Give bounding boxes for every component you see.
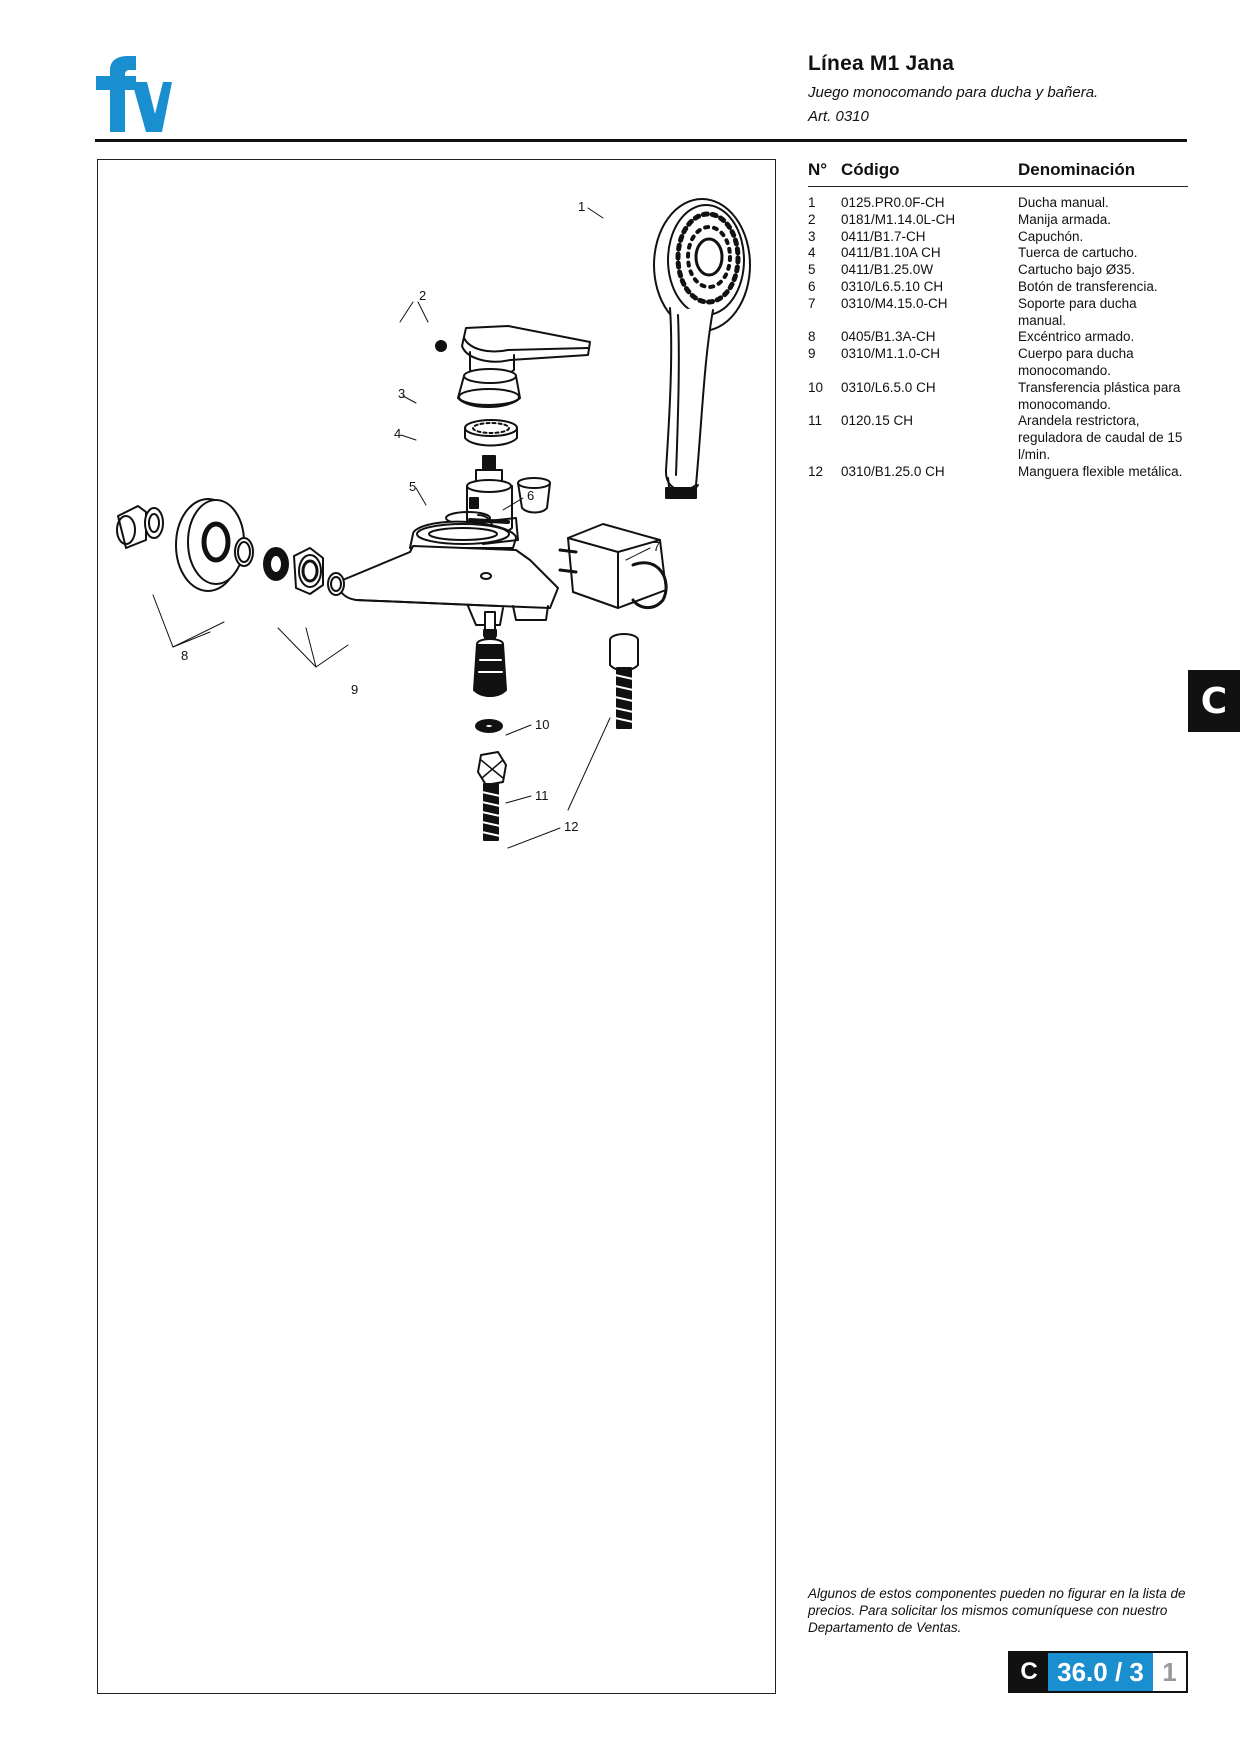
section-letter: C	[1010, 1653, 1048, 1691]
fv-logo	[96, 56, 172, 132]
part-code: 0411/B1.25.0W	[841, 262, 934, 278]
part-name: Botón de transferencia.	[1018, 278, 1158, 294]
callout-4: 4	[394, 426, 401, 441]
part-number: 3	[808, 228, 816, 244]
leader-lines	[152, 207, 651, 849]
mixer-body	[337, 511, 559, 626]
part-code: 0120.15 CH	[841, 413, 914, 429]
product-title: Línea M1 Jana	[808, 52, 955, 75]
callout-5: 5	[409, 479, 416, 494]
table-row: 10 0310/L6.5.0 CH Transferencia plástica p…	[808, 380, 1188, 414]
callout-6: 6	[527, 488, 534, 503]
part-code: 0310/B1.25.0 CH	[841, 463, 945, 479]
table-row: 3 0411/B1.7-CH Capuchón.	[808, 229, 1188, 246]
restrictor-washer	[475, 719, 503, 733]
part-code: 0125.PR0.0F-CH	[841, 195, 945, 210]
availability-note: Algunos de estos componentes pueden no f…	[808, 1586, 1186, 1635]
callout-2: 2	[419, 288, 426, 303]
part-number: 11	[808, 413, 823, 429]
cartridge-nut	[464, 419, 518, 447]
col-header-name: Denominación	[1018, 160, 1136, 179]
callout-12: 12	[564, 819, 578, 834]
table-row: 1 0125.PR0.0F-CH Ducha manual.	[808, 195, 1188, 212]
part-code: 0405/B1.3A-CH	[841, 329, 936, 345]
page-code: 36.0 / 3	[1048, 1653, 1153, 1691]
part-code: 0411/B1.10A CH	[841, 245, 941, 261]
eccentric-set	[116, 498, 254, 592]
cap	[457, 368, 521, 408]
callout-9: 9	[351, 682, 358, 697]
callout-1: 1	[578, 199, 585, 214]
part-name: Soporte para ducha manual.	[1018, 295, 1137, 328]
page-number-box: C 36.0 / 3 1	[1008, 1651, 1188, 1693]
lever-handle	[435, 325, 591, 377]
col-header-number: N°	[808, 160, 828, 179]
part-name: Cartucho bajo Ø35.	[1018, 262, 1136, 278]
part-name: Manija armada.	[1018, 211, 1112, 227]
part-code: 0310/M1.1.0-CH	[841, 346, 941, 362]
part-code: 0181/M1.14.0L-CH	[841, 211, 956, 227]
part-name: Excéntrico armado.	[1018, 329, 1135, 345]
parts-table: N° Código Denominación 1 0125.PR0.0F-CH Du…	[808, 160, 1188, 481]
hand-shower	[653, 198, 751, 499]
exploded-view-drawing: 1 2 3 4 5 6 7 8 9 10 11 12	[116, 198, 751, 849]
product-subtitle: Juego monocomando para ducha y bañera.	[808, 84, 1099, 101]
section-tab: C	[1188, 670, 1240, 732]
table-row: 6 0310/L6.5.10 CH Botón de transferencia.	[808, 279, 1188, 296]
table-row: 8 0405/B1.3A-CH Excéntrico armado.	[808, 329, 1188, 346]
part-name: Ducha manual.	[1018, 195, 1109, 210]
part-code: 0411/B1.7-CH	[841, 228, 926, 244]
transfer-button	[517, 477, 551, 514]
part-name: Cuerpo para ducha monocomando.	[1018, 346, 1134, 378]
part-code: 0310/L6.5.0 CH	[841, 379, 936, 395]
flexible-hose	[477, 633, 639, 841]
callout-8: 8	[181, 648, 188, 663]
part-code: 0310/L6.5.10 CH	[841, 278, 944, 294]
part-number: 2	[808, 211, 816, 227]
part-number: 6	[808, 278, 816, 294]
table-row: 11 0120.15 CH Arandela restrictora, regula…	[808, 413, 1188, 463]
part-name: Manguera flexible metálica.	[1018, 463, 1183, 479]
part-number: 7	[808, 295, 816, 311]
col-header-code: Código	[841, 160, 900, 179]
part-number: 1	[808, 195, 816, 210]
header: Línea M1 Jana Juego monocomando para duc…	[808, 52, 1188, 125]
table-row: 5 0411/B1.25.0W Cartucho bajo Ø35.	[808, 262, 1188, 279]
table-row: 7 0310/M4.15.0-CH Soporte para ducha manua…	[808, 296, 1188, 330]
callout-10: 10	[535, 717, 549, 732]
part-name: Tuerca de cartucho.	[1018, 245, 1138, 261]
callout-3: 3	[398, 386, 405, 401]
page-index: 1	[1153, 1653, 1186, 1691]
shower-holder	[558, 523, 668, 609]
part-code: 0310/M4.15.0-CH	[841, 295, 948, 311]
part-number: 8	[808, 329, 816, 345]
part-number: 4	[808, 245, 816, 261]
part-name: Capuchón.	[1018, 228, 1084, 244]
exploded-view-frame: 1 2 3 4 5 6 7 8 9 10 11 12	[97, 159, 776, 1694]
article-number: Art. 0310	[808, 108, 869, 125]
parts-table-header: N° Código Denominación	[808, 160, 1188, 187]
body-fittings	[263, 547, 345, 596]
callout-7: 7	[653, 539, 660, 554]
table-row: 9 0310/M1.1.0-CH Cuerpo para ducha monocom…	[808, 346, 1188, 380]
callout-11: 11	[535, 788, 549, 803]
table-row: 2 0181/M1.14.0L-CH Manija armada.	[808, 212, 1188, 229]
part-number: 5	[808, 262, 816, 278]
part-name: Arandela restrictora, reguladora de caud…	[1018, 413, 1183, 462]
part-number: 12	[808, 463, 824, 479]
plastic-transfer	[473, 611, 507, 697]
part-number: 9	[808, 346, 816, 362]
part-name: Transferencia plástica para monocomando.	[1018, 379, 1181, 412]
table-row: 4 0411/B1.10A CH Tuerca de cartucho.	[808, 245, 1188, 262]
parts-table-body: 1 0125.PR0.0F-CH Ducha manual. 2 0181/M1.14.…	[808, 195, 1188, 481]
part-number: 10	[808, 379, 824, 395]
table-row: 12 0310/B1.25.0 CH Manguera flexible metál…	[808, 464, 1188, 481]
header-rule	[95, 139, 1187, 142]
